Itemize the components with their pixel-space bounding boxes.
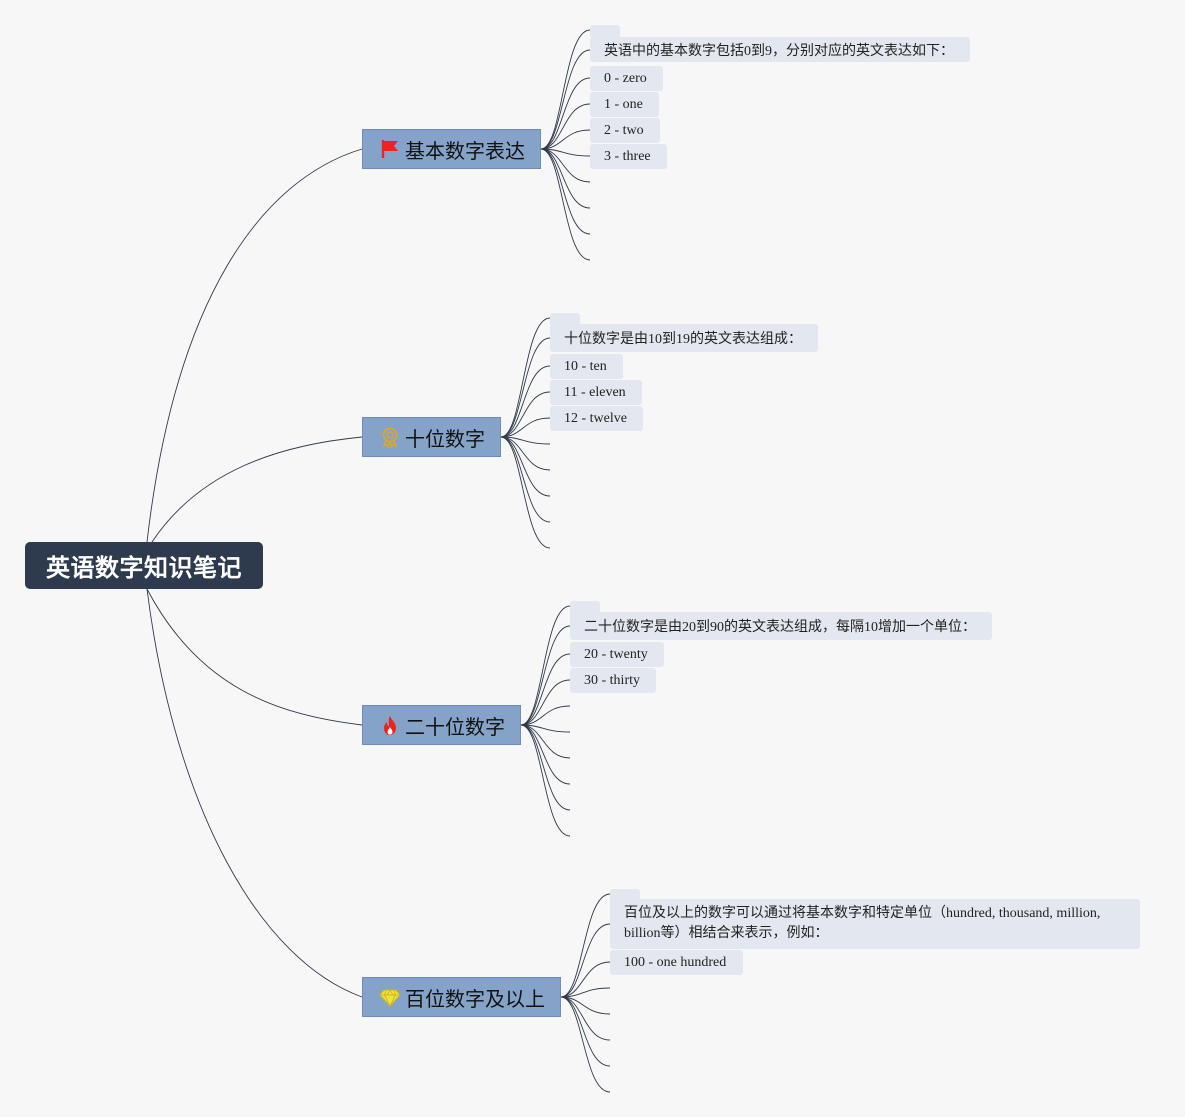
- list-item[interactable]: 11 - eleven: [550, 380, 642, 405]
- list-item[interactable]: 二十位数字是由20到90的英文表达组成，每隔10增加一个单位：: [570, 612, 992, 640]
- branch-title: 百位数字及以上: [405, 986, 545, 1011]
- list-item[interactable]: 30 - thirty: [570, 668, 656, 693]
- list-item[interactable]: 3 - three: [590, 144, 667, 169]
- root-title: 英语数字知识笔记: [46, 554, 242, 582]
- leaf-placeholder: [590, 25, 620, 39]
- branch-title: 十位数字: [405, 426, 485, 451]
- branch-basic-numbers[interactable]: 基本数字表达: [362, 129, 541, 169]
- branch-title: 基本数字表达: [405, 138, 525, 163]
- list-item[interactable]: 英语中的基本数字包括0到9，分别对应的英文表达如下：: [590, 37, 970, 62]
- list-item[interactable]: 12 - twelve: [550, 406, 643, 431]
- list-item[interactable]: 10 - ten: [550, 354, 623, 379]
- branch-hundreds[interactable]: 百位数字及以上: [362, 977, 561, 1017]
- list-item[interactable]: 2 - two: [590, 118, 660, 143]
- red-flag-icon: [379, 138, 401, 160]
- award-badge-icon: [379, 426, 401, 448]
- list-item[interactable]: 1 - one: [590, 92, 659, 117]
- list-item[interactable]: 百位及以上的数字可以通过将基本数字和特定单位（hundred, thousand…: [610, 899, 1140, 949]
- leaf-placeholder: [570, 601, 600, 615]
- branch-tens[interactable]: 十位数字: [362, 417, 501, 457]
- branch-twenties[interactable]: 二十位数字: [362, 705, 521, 745]
- list-item[interactable]: 100 - one hundred: [610, 950, 743, 975]
- list-item[interactable]: 十位数字是由10到19的英文表达组成：: [550, 324, 818, 352]
- root-topic[interactable]: 英语数字知识笔记: [25, 542, 263, 589]
- leaf-placeholder: [550, 313, 580, 327]
- list-item[interactable]: 0 - zero: [590, 66, 663, 91]
- diamond-icon: [379, 986, 401, 1008]
- branch-title: 二十位数字: [405, 714, 505, 739]
- list-item[interactable]: 20 - twenty: [570, 642, 664, 667]
- fire-icon: [379, 714, 401, 736]
